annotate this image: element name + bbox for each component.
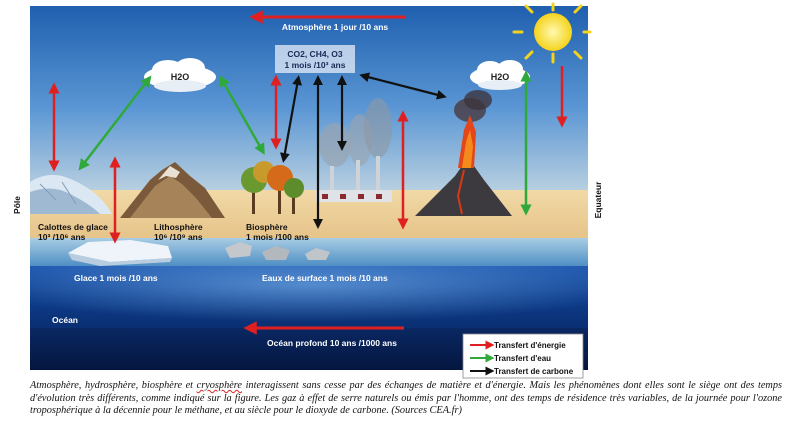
- legend: Transfert d'énergie Transfert d'eau Tran…: [462, 333, 584, 379]
- water-arrow-icecap: [78, 75, 152, 171]
- water-arrow-biosphere: [219, 75, 265, 155]
- sun-icon: [512, 2, 592, 64]
- gases-time: 1 mois /10³ ans: [285, 60, 346, 70]
- caption-part-1: Atmosphère, hydrosphère, biosphère et: [30, 380, 197, 391]
- figure-caption: Atmosphère, hydrosphère, biosphère et cr…: [30, 380, 782, 418]
- cloud-right-icon: [470, 60, 530, 90]
- caption-part-2: interagissent sans cesse par des échange…: [30, 380, 782, 417]
- deep-ocean-label: Océan profond 10 ans /1000 ans: [267, 338, 397, 348]
- carbon-arrows: [280, 72, 447, 229]
- cloud-left-icon: [144, 58, 216, 92]
- atmosphere-label: Atmosphère 1 jour /10 ans: [282, 22, 389, 32]
- biosphere-time: 1 mois /100 ans: [246, 232, 309, 242]
- h2o-left-label: H2O: [171, 72, 190, 82]
- caption-cryosphere-word: cryosphère: [196, 380, 242, 391]
- gases-label: CO2, CH4, O3: [287, 49, 343, 59]
- surface-rocks-icon: [225, 242, 330, 260]
- lithosphere-time: 10⁶ /10⁹ ans: [154, 232, 203, 242]
- ice-label: Glace 1 mois /10 ans: [74, 273, 158, 283]
- equator-label: Equateur: [593, 181, 603, 219]
- surface-water-label: Eaux de surface 1 mois /10 ans: [262, 273, 388, 283]
- lithosphere-name: Lithosphère: [154, 222, 203, 232]
- carbon-arrow-biosphere: [280, 75, 302, 163]
- legend-energy-label: Transfert d'énergie: [494, 341, 566, 350]
- legend-water-label: Transfert d'eau: [494, 354, 551, 363]
- ice-caps-time: 10³ /10⁶ ans: [38, 232, 86, 242]
- ice-floe-icon: [68, 240, 172, 266]
- water-arrows: [78, 70, 532, 216]
- legend-carbon-label: Transfert de carbone: [494, 367, 574, 376]
- pole-label: Pôle: [12, 196, 22, 214]
- ocean-label: Océan: [52, 315, 78, 325]
- sky-layer: [30, 6, 588, 190]
- biosphere-name: Biosphère: [246, 222, 288, 232]
- biosphere-trees-icon: [241, 161, 304, 214]
- ocean-sparkle: [30, 266, 588, 328]
- volcano-icon: [415, 90, 512, 216]
- carbon-arrow-volcano: [359, 72, 447, 100]
- factory-icon: [316, 98, 392, 202]
- ice-cap-icon: [30, 174, 112, 214]
- gases-box: [275, 45, 355, 73]
- lithosphere-mountain-icon: [120, 162, 225, 218]
- ice-caps-name: Calottes de glace: [38, 222, 108, 232]
- energy-arrows: [48, 66, 568, 244]
- h2o-right-label: H2O: [491, 72, 510, 82]
